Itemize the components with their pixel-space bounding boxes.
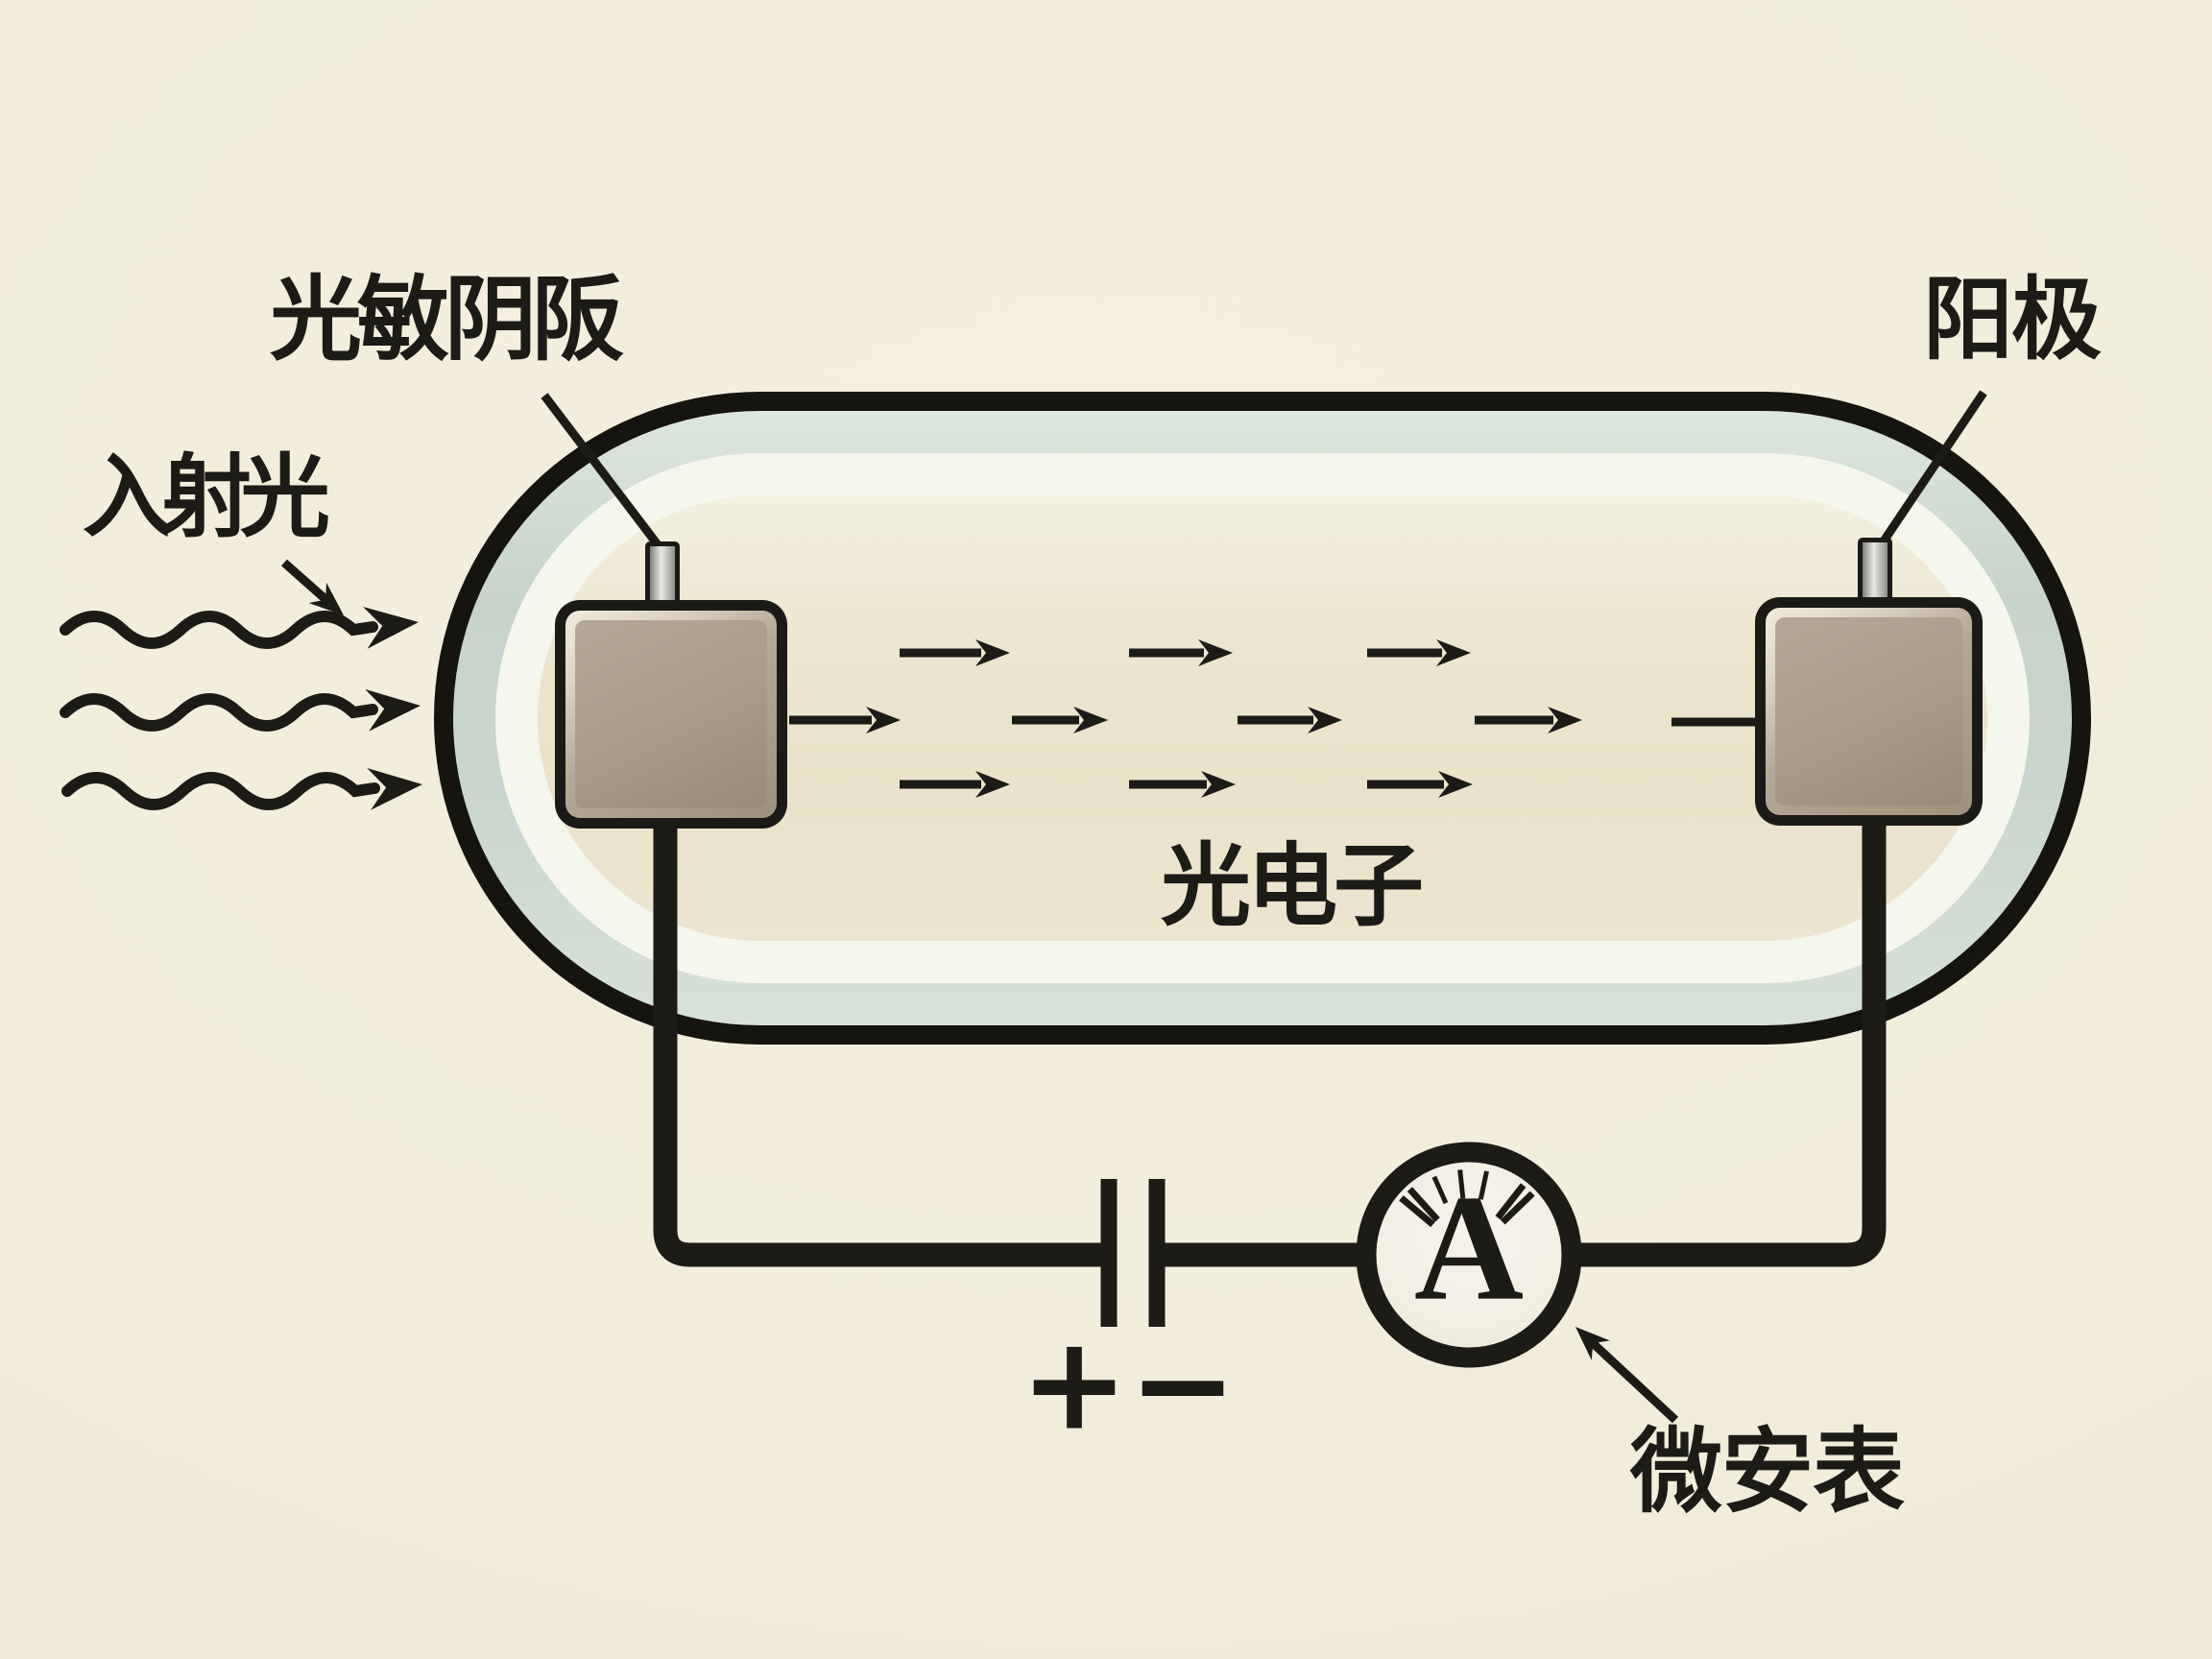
anode-electrode: [1755, 597, 1983, 826]
incident-light-waves: [60, 601, 424, 810]
wire-ammeter-to-anode: [1580, 822, 1887, 1267]
microammeter-pointer-arrow: [1566, 1316, 1679, 1424]
battery-symbol: [1100, 1179, 1166, 1327]
incident-light-label: 入射光: [83, 448, 330, 548]
wire-cathode-to-battery: [653, 822, 1103, 1267]
leader-line-cathode: [541, 393, 666, 554]
photocathode-label: 光敏阴阪: [270, 269, 624, 372]
anode-pin: [1858, 538, 1892, 609]
photoelectron-arrows: [789, 639, 1760, 798]
anode-face: [1775, 617, 1962, 805]
incident-light-pointer-arrow: [281, 559, 353, 626]
photoelectrons-label: 光电子: [1161, 837, 1424, 937]
photocathode-face: [575, 620, 767, 808]
battery-minus-sign: −: [1128, 1309, 1238, 1460]
circuit-wires: [653, 822, 1887, 1267]
battery-plus-sign: +: [1020, 1308, 1129, 1459]
photocathode-electrode: [555, 600, 787, 829]
ammeter-symbol: A: [1413, 1164, 1525, 1333]
ammeter: [1356, 1142, 1582, 1368]
anode-label: 阳极: [1923, 271, 2102, 371]
ammeter-scale-ticks: [1399, 1169, 1535, 1228]
microammeter-label: 微安表: [1630, 1421, 1905, 1524]
leader-line-anode: [1873, 390, 1987, 554]
